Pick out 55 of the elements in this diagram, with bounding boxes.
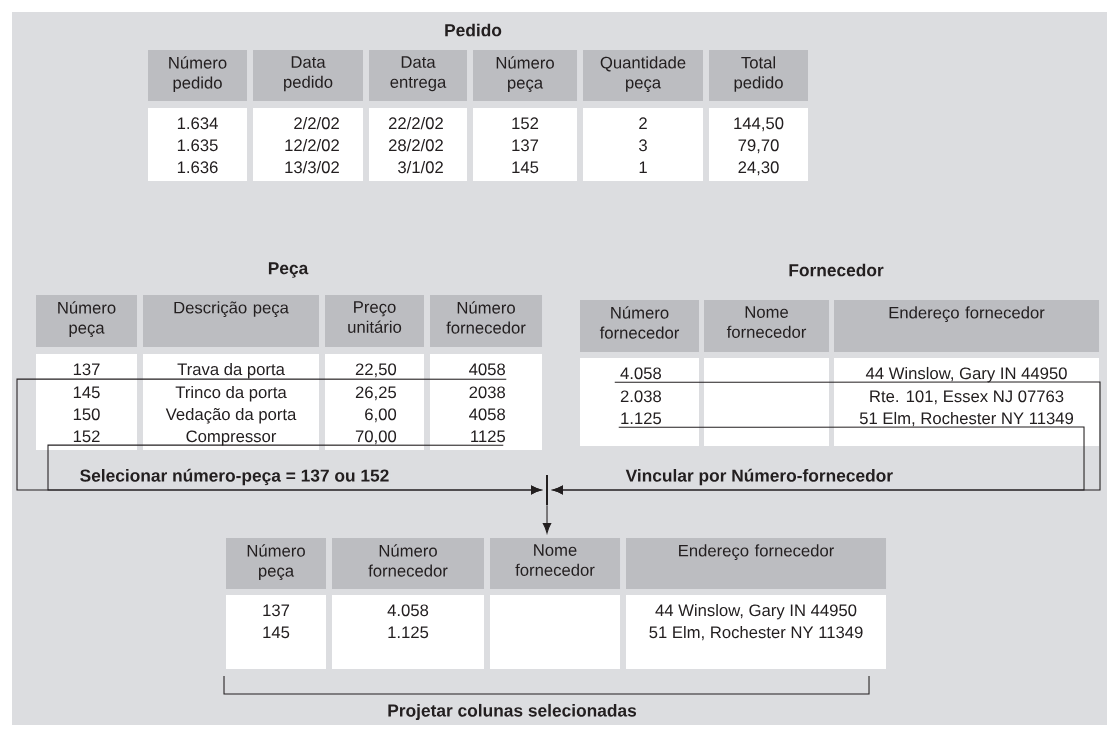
- cell-value: 1.634: [177, 117, 218, 130]
- cell-value: 1.635: [177, 139, 218, 152]
- cell-value: 1.125: [388, 626, 429, 639]
- cell-value: 6,00: [365, 408, 397, 423]
- cell-value: 26,25: [355, 386, 397, 401]
- cell-value: 144,50: [734, 117, 784, 132]
- cell-value: 137: [263, 604, 290, 617]
- cell-value: 152: [512, 117, 539, 130]
- cell-value: Vedação da porta: [165, 407, 297, 424]
- cell-value: 4058: [469, 408, 505, 421]
- connector-arrow: [542, 504, 552, 534]
- cell-value: 1.125: [621, 412, 662, 425]
- cell-value: 70,00: [355, 430, 397, 445]
- cell-value: Compressor: [186, 430, 277, 446]
- cell-value: 13/3/02: [285, 160, 339, 174]
- cell-value: 12/2/02: [285, 138, 339, 152]
- cell-value: 4058: [469, 363, 505, 376]
- cell-value: 137: [512, 139, 539, 152]
- cell-value: 51 Elm, Rochester NY 11349: [859, 411, 1074, 427]
- cell-value: 3: [639, 139, 647, 152]
- cell-value: Rte. 101, Essex NJ 07763: [870, 390, 1064, 405]
- table-title: Peça: [268, 262, 309, 278]
- cell-value: 79,70: [738, 139, 779, 154]
- table-title: Pedido: [445, 23, 502, 37]
- cell-value: 1: [639, 161, 647, 173]
- cell-value: 2038: [469, 386, 505, 399]
- cell-value: 2.038: [620, 390, 661, 403]
- cell-value: 44 Winslow, Gary IN 44950: [865, 366, 1067, 383]
- cell-value: 22/2/02: [388, 116, 443, 130]
- table-column: Nome fornecedor: [704, 300, 829, 446]
- cell-value: 4.058: [387, 604, 429, 617]
- cell-value: 1125: [471, 430, 506, 443]
- table-column: Nome fornecedor: [490, 538, 620, 669]
- cell-value: 44 Winslow, Gary IN 44950: [655, 603, 857, 620]
- cell-value: 51 Elm, Rochester NY 11349: [649, 625, 863, 641]
- cell-value: Trava da porta: [177, 362, 285, 379]
- cell-value: 145: [73, 386, 100, 399]
- connector-arrow: [47, 444, 542, 495]
- connector-arrow: [552, 426, 1085, 495]
- cell-value: 3/1/02: [398, 160, 443, 174]
- cell-value: 145: [512, 161, 539, 174]
- cell-value: 145: [263, 626, 290, 639]
- table-title: Fornecedor: [789, 263, 884, 277]
- cell-value: 152: [73, 430, 100, 443]
- cell-value: 22,50: [355, 363, 397, 378]
- cell-value: 150: [73, 408, 100, 421]
- cell-value: 1.636: [177, 161, 218, 174]
- cell-value: 28/2/02: [388, 138, 443, 152]
- cell-value: 4.058: [620, 367, 661, 380]
- cell-value: 137: [73, 363, 100, 376]
- bracket-label: Projetar colunas selecionadas: [388, 703, 637, 721]
- cell-value: 24,30: [738, 161, 779, 176]
- cell-value: Trinco da porta: [175, 385, 287, 402]
- cell-value: 2/2/02: [294, 116, 339, 130]
- cell-value: 2: [639, 117, 647, 129]
